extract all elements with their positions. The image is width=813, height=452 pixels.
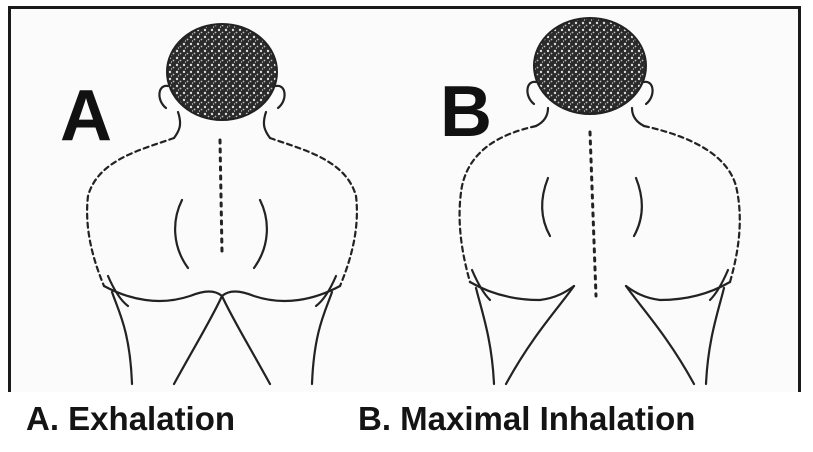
figure-b-left-scapula (542, 178, 550, 236)
figure-a-neck-left (174, 112, 180, 138)
figure-a-left-fingers (108, 276, 128, 306)
figure-a-right-scapula (254, 200, 267, 268)
figure-a-right-shoulder (270, 138, 357, 286)
figure-b-left-waist (470, 282, 574, 300)
caption-exhalation: A. Exhalation (26, 402, 235, 435)
figure-a-right-fingers (316, 276, 336, 306)
figure-b-right-ear (644, 82, 653, 104)
figure-a-back (87, 24, 357, 384)
figure-a-left-scapula (175, 200, 188, 268)
caption-maximal-inhalation: B. Maximal Inhalation (358, 402, 695, 435)
figure-a-left-shoulder (87, 138, 174, 286)
figure-b-neck-right (632, 108, 644, 126)
figure-b-left-arm (476, 288, 494, 384)
figure-a-left-hand (174, 296, 222, 384)
figure-a-spine (220, 140, 222, 252)
figure-b-right-arm (706, 288, 724, 384)
panel-a-letter: A (60, 80, 112, 152)
figure-b-back (460, 18, 740, 384)
figure-a-head (167, 24, 277, 120)
figure-a-neck-right (264, 112, 270, 138)
figure-b-neck-left (536, 108, 548, 126)
figure-b-right-shoulder (644, 126, 740, 282)
figure-a-right-hand (222, 296, 270, 384)
figure-b-spine (590, 132, 596, 296)
panel-b-letter: B (440, 76, 492, 148)
figure-a-right-ear (276, 86, 285, 108)
figure-a-left-ear (159, 86, 168, 108)
figure-b-right-waist (626, 282, 730, 300)
figure-b-left-ear (527, 82, 536, 104)
figure-b-head (534, 18, 646, 114)
figure-b-right-scapula (634, 178, 642, 236)
